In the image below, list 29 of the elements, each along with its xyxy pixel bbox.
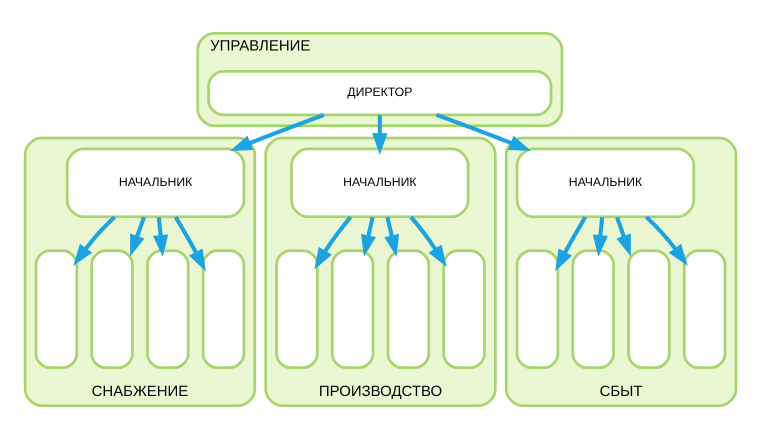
node-box xyxy=(627,248,671,368)
arrow xyxy=(73,214,116,266)
node-box: НАЧАЛЬНИК xyxy=(516,146,696,218)
arrow xyxy=(314,215,352,270)
node-box xyxy=(330,248,374,368)
arrow xyxy=(409,215,447,266)
arrow xyxy=(592,216,608,256)
node-box xyxy=(34,248,78,368)
arrow xyxy=(384,216,400,256)
node-box xyxy=(275,248,319,368)
arrow xyxy=(174,216,206,271)
arrow xyxy=(130,216,146,256)
arrow xyxy=(644,214,688,266)
node-box: ДИРЕКТОР xyxy=(207,70,552,116)
node-box xyxy=(90,248,134,368)
arrow xyxy=(153,216,168,256)
arrow xyxy=(555,216,588,271)
arrow xyxy=(372,114,388,154)
node-box xyxy=(682,248,726,368)
node-box xyxy=(516,248,560,368)
node-box xyxy=(571,248,615,368)
node-box xyxy=(202,248,246,368)
arrow xyxy=(615,216,631,256)
arrow xyxy=(361,216,376,256)
node-box xyxy=(442,248,486,368)
node-box xyxy=(146,248,190,368)
node-box: НАЧАЛЬНИК xyxy=(66,146,246,218)
node-box: НАЧАЛЬНИК xyxy=(290,146,470,218)
node-box xyxy=(386,248,430,368)
